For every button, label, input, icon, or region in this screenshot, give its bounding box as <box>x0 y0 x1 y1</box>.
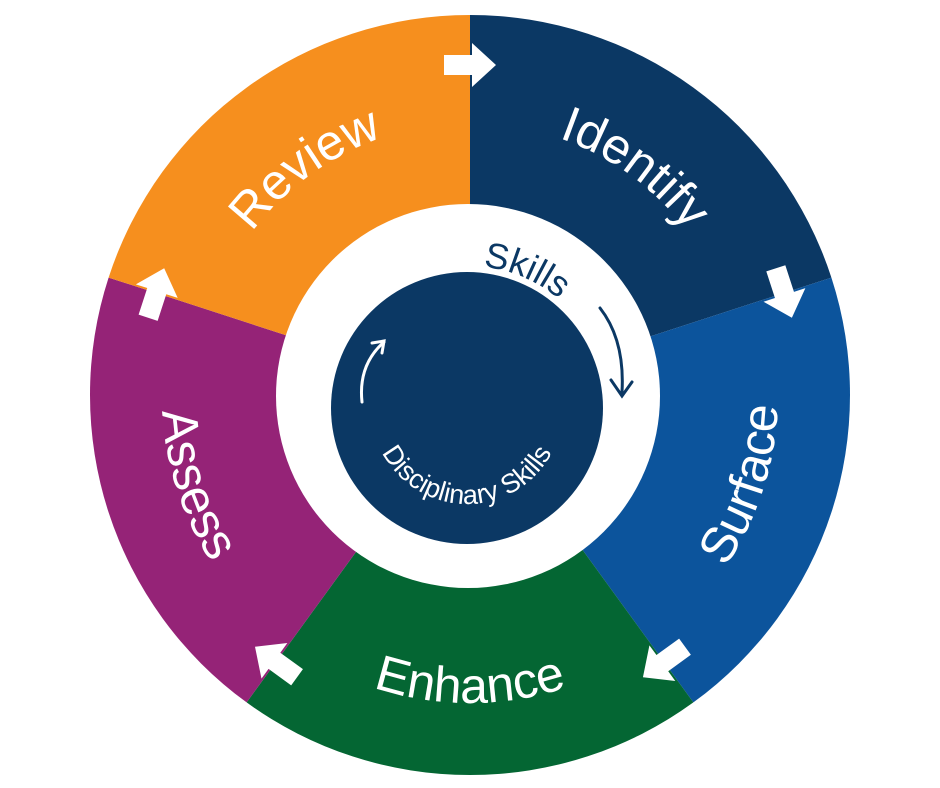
inner-curved-arrow-icon <box>359 339 386 404</box>
cycle-arrows <box>135 43 806 686</box>
arrow-left-icon <box>254 643 303 686</box>
arrow-down-icon <box>763 265 806 318</box>
arrow-up-icon <box>135 268 178 321</box>
arrow-down-left-icon <box>642 638 691 681</box>
center-core <box>331 272 603 544</box>
arrow-right-icon <box>444 43 496 87</box>
clockwise-curved-arrow-icon <box>598 306 634 399</box>
